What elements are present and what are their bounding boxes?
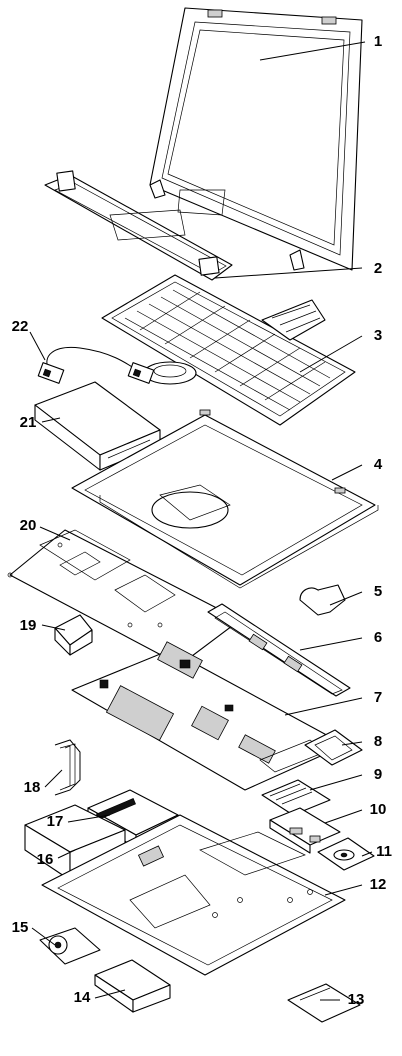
callout-10: 10 [370,801,387,818]
callout-4: 4 [374,456,383,473]
part-5-bracket [299,584,346,616]
callout-20: 20 [20,517,37,534]
part-7-system-board [71,641,346,791]
part-8-card [304,729,363,766]
part-6-connector-bracket [207,603,351,697]
callout-9: 9 [374,766,382,783]
part-22-cable [37,346,155,384]
part-2-hinge-bracket [44,170,233,281]
part-18-flex-cable [54,739,81,796]
callout-19: 19 [20,617,37,634]
callout-13: 13 [348,991,365,1008]
callout-1: 1 [374,33,382,50]
leader-lines [29,41,373,1001]
part-9-memory [261,779,331,816]
callout-15: 15 [12,919,29,936]
callout-16: 16 [37,851,54,868]
callout-2: 2 [374,260,382,277]
part-13-small-cover [287,983,361,1023]
callout-12: 12 [370,876,387,893]
part-4-top-cover [71,409,379,589]
callout-11: 11 [376,843,392,860]
callout-8: 8 [374,733,382,750]
callout-22: 22 [12,318,29,335]
callout-21: 21 [20,414,37,431]
part-19-module [54,614,93,656]
part-12-base-cover [41,814,346,976]
part-3-keyboard [101,274,356,426]
callout-6: 6 [374,629,382,646]
part-15-fan [39,927,101,965]
part-1-lcd-panel [149,7,363,271]
part-10-io-board [269,807,341,854]
part-14-secondary-battery [94,959,171,1013]
callout-5: 5 [374,583,382,600]
callout-17: 17 [47,813,64,830]
callout-18: 18 [24,779,41,796]
callout-labels: 1 2 3 4 5 6 7 8 9 10 11 12 13 14 15 16 1… [12,33,392,1008]
callout-7: 7 [374,689,382,706]
callout-14: 14 [74,989,91,1006]
callout-3: 3 [374,327,382,344]
part-21-drive-unit [34,381,161,471]
part-11-speaker [317,837,375,871]
